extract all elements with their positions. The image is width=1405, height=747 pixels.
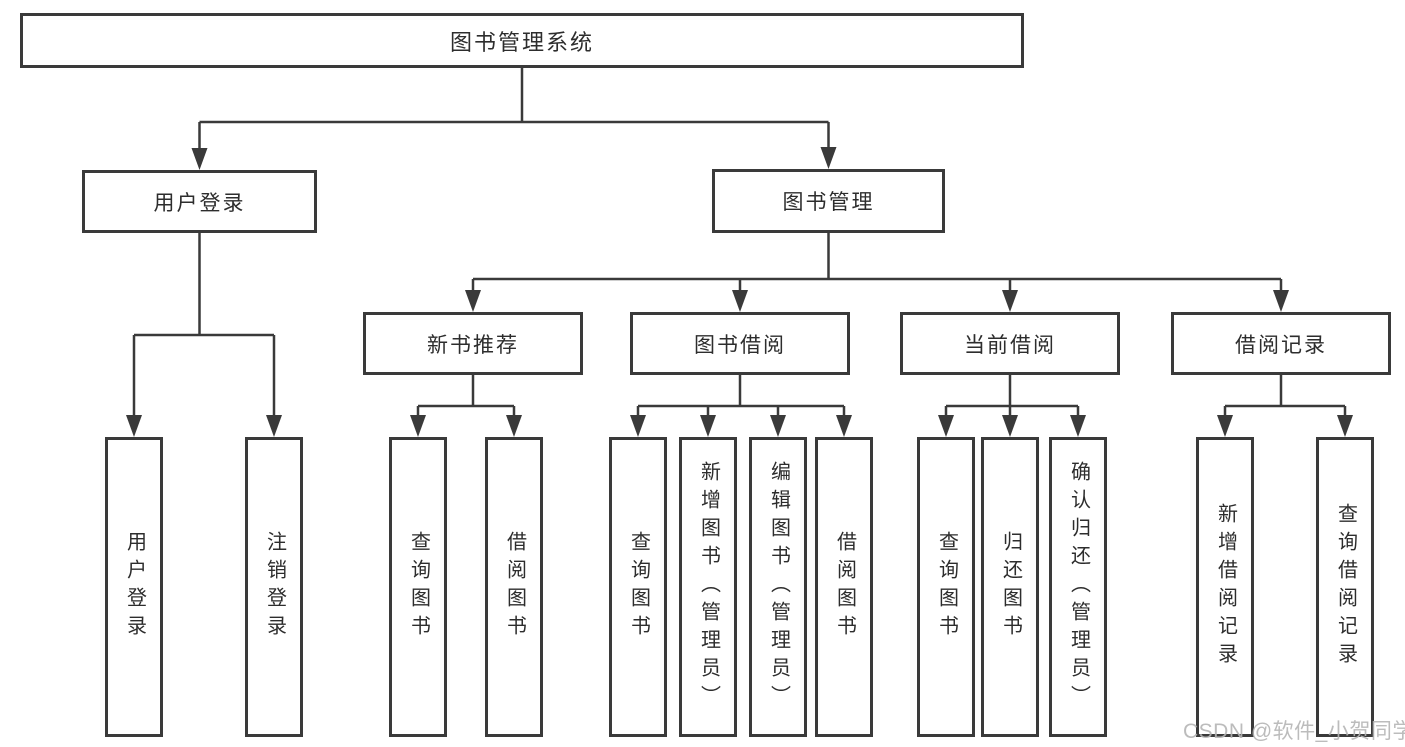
connector-user-login-to-children xyxy=(126,233,282,437)
leaf-add-borrow-record: 新增借阅记录 xyxy=(1196,437,1254,737)
connector-book-borrow-to-children xyxy=(630,375,852,437)
leaf-borrow-books-recommend: 借阅图书 xyxy=(485,437,543,737)
connector-new-book-recommend-to-children xyxy=(410,375,522,437)
leaf-confirm-return-admin: 确认归还（管理员） xyxy=(1049,437,1107,737)
node-new-book-recommend: 新书推荐 xyxy=(363,312,583,375)
leaf-query-books-current: 查询图书 xyxy=(917,437,975,737)
node-borrow-records: 借阅记录 xyxy=(1171,312,1391,375)
node-library-management-system: 图书管理系统 xyxy=(20,13,1024,68)
connector-current-borrow-to-children xyxy=(938,375,1086,437)
node-book-borrow: 图书借阅 xyxy=(630,312,850,375)
leaf-query-books-borrow: 查询图书 xyxy=(609,437,667,737)
connector-borrow-records-to-children xyxy=(1217,375,1353,437)
leaf-return-books: 归还图书 xyxy=(981,437,1039,737)
leaf-query-borrow-record: 查询借阅记录 xyxy=(1316,437,1374,737)
leaf-add-books-admin: 新增图书（管理员） xyxy=(679,437,737,737)
node-book-management: 图书管理 xyxy=(712,169,945,233)
connector-book-management-to-level2 xyxy=(465,233,1289,312)
leaf-logout: 注销登录 xyxy=(245,437,303,737)
connector-root-to-level1 xyxy=(191,68,837,170)
leaf-user-login: 用户登录 xyxy=(105,437,163,737)
watermark: CSDN @软件_小贺同学 xyxy=(1183,720,1405,743)
node-user-login: 用户登录 xyxy=(82,170,317,233)
leaf-edit-books-admin: 编辑图书（管理员） xyxy=(749,437,807,737)
node-current-borrow: 当前借阅 xyxy=(900,312,1120,375)
leaf-query-books-recommend: 查询图书 xyxy=(389,437,447,737)
leaf-borrow-books: 借阅图书 xyxy=(815,437,873,737)
